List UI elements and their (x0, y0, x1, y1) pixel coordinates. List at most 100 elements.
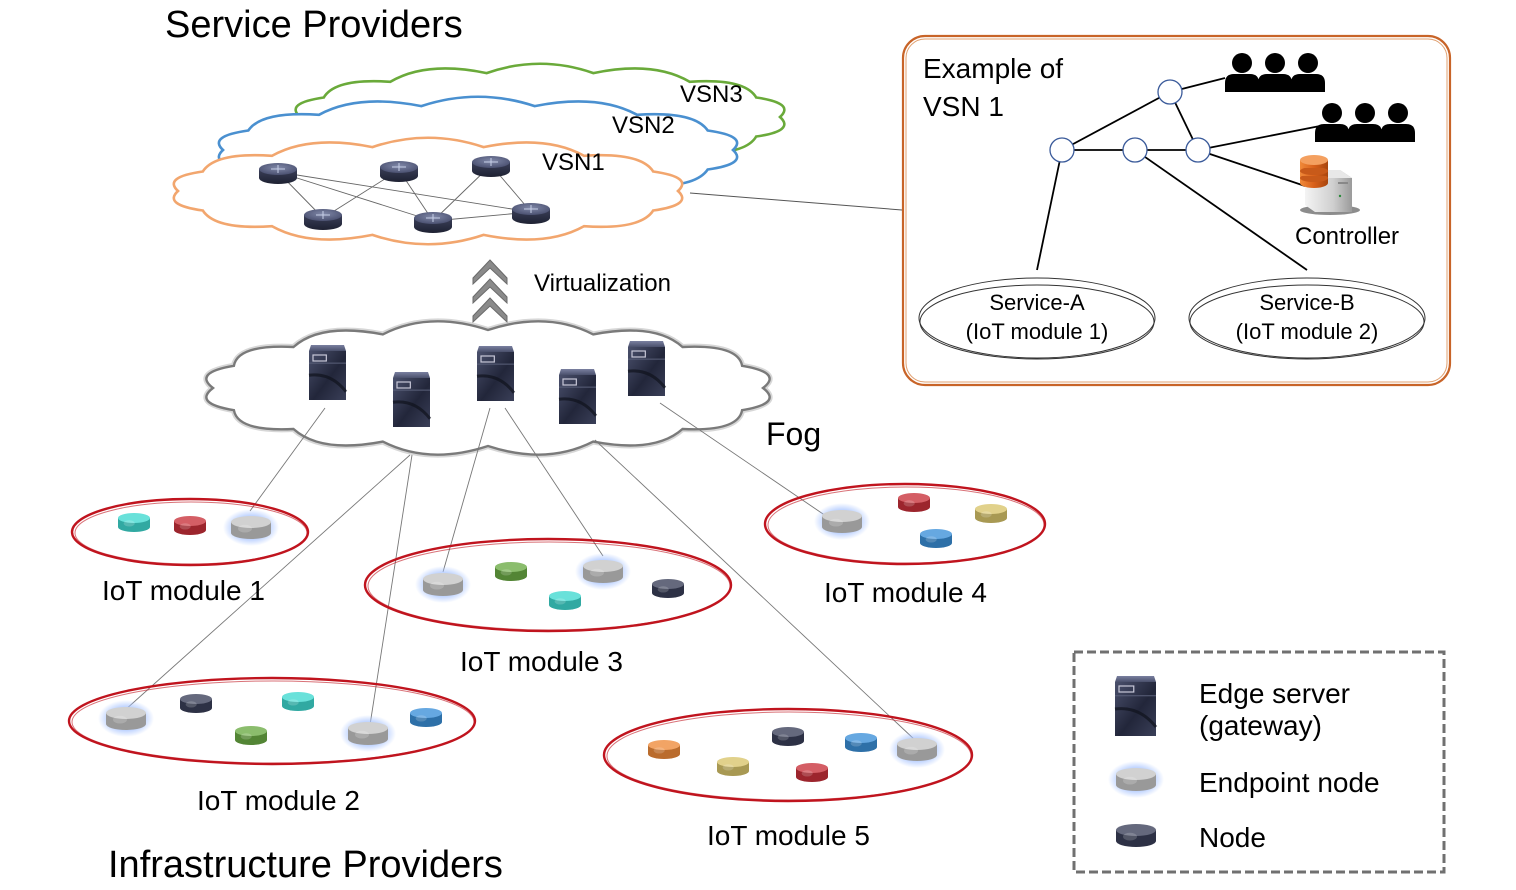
legend-edge-server-label: Edge server (gateway) (1199, 678, 1350, 742)
vsn1-router-network (259, 156, 550, 233)
fog-edge-server-icon (392, 372, 432, 427)
link-server3-module3a (442, 407, 491, 573)
fog-edge-server-icon (476, 346, 516, 401)
endpoint-node-icon (98, 700, 154, 737)
iot-module-5-label: IoT module 5 (707, 820, 870, 851)
endpoint-node-icon (814, 503, 870, 540)
fog-label: Fog (766, 416, 822, 452)
iot-module-ring (70, 497, 310, 567)
iot-module-ring (67, 676, 477, 766)
link-server2-module2b (369, 454, 413, 726)
vsn-graph-node (1185, 137, 1211, 163)
fog-edge-server-icon (627, 341, 667, 396)
endpoint-node-icon (575, 553, 631, 590)
service-providers-title: Service Providers (165, 4, 463, 46)
vsn-graph-node (1157, 79, 1183, 105)
user-icon (1355, 103, 1375, 123)
user-icon (1388, 103, 1408, 123)
cyan-node-icon (282, 692, 314, 711)
legend-endpoint-node-label: Endpoint node (1199, 767, 1380, 798)
node-icon (772, 727, 804, 746)
router-icon (304, 209, 342, 230)
fog-edge-server-icon (308, 345, 348, 400)
vsn1-cloud (172, 136, 684, 246)
link-server4-module5 (594, 439, 916, 741)
iot-module-ring (602, 707, 974, 803)
legend-panel (1072, 650, 1446, 874)
iot-module-1-label: IoT module 1 (102, 575, 265, 606)
endpoint-node-icon (1108, 761, 1164, 798)
user-icon (1265, 53, 1285, 73)
controller-server-icon (1300, 155, 1360, 215)
virtualization-arrow-icon (472, 259, 508, 324)
iot-module-3-label: IoT module 3 (460, 646, 623, 677)
endpoint-node-icon (415, 566, 471, 603)
vsn-graph-node (1049, 137, 1075, 163)
controller-label: Controller (1295, 223, 1400, 250)
iot-module-2 (67, 676, 477, 766)
fog-edge-server-icon (558, 369, 598, 424)
users-group-icon (1225, 53, 1325, 92)
router-icon (472, 156, 510, 177)
red-node-icon (796, 763, 828, 782)
vsn1-example-panel (901, 34, 1452, 387)
endpoint-node-icon (223, 509, 279, 546)
vsn2-label: VSN2 (612, 112, 675, 139)
link-server1-module1 (249, 407, 326, 512)
node-icon (652, 579, 684, 598)
legend-edge-server-shape (1114, 676, 1158, 736)
user-icon (1322, 103, 1342, 123)
cyan-node-icon (549, 591, 581, 610)
legend-node-label: Node (1199, 822, 1266, 853)
node-icon (1116, 824, 1156, 847)
infrastructure-providers-title: Infrastructure Providers (108, 844, 503, 886)
orange-node-icon (648, 740, 680, 759)
endpoint-node-icon (889, 731, 945, 768)
vsn-to-example-connector (689, 192, 903, 211)
service-a-cluster (918, 277, 1156, 360)
iot-module-1 (70, 497, 310, 567)
cyan-node-icon (118, 513, 150, 532)
link-server2-module2a (124, 454, 411, 711)
service-b-label: Service-B (IoT module 2) (1235, 290, 1379, 344)
service-a-label: Service-A (IoT module 1) (965, 290, 1109, 344)
iot-module-5 (602, 707, 974, 803)
node-icon (1116, 824, 1156, 847)
endpoint-node-icon (340, 715, 396, 752)
yellow-node-icon (975, 504, 1007, 523)
blue-node-icon (920, 529, 952, 548)
virtualization-label: Virtualization (534, 270, 671, 297)
vsn1-label: VSN1 (542, 149, 605, 176)
vsn-graph-node (1122, 137, 1148, 163)
red-node-icon (174, 516, 206, 535)
user-icon (1232, 53, 1252, 73)
blue-node-icon (410, 708, 442, 727)
router-link (277, 171, 434, 222)
service-b-cluster (1188, 277, 1426, 360)
iot-module-2-label: IoT module 2 (197, 785, 360, 816)
router-icon (512, 203, 550, 224)
example-title: Example of VSN 1 (923, 53, 1064, 122)
iot-module-3 (363, 537, 733, 633)
users-group-icon (1315, 103, 1415, 142)
router-icon (259, 163, 297, 184)
router-link (277, 171, 532, 213)
green-node-icon (495, 562, 527, 581)
iot-module-4 (763, 482, 1047, 566)
red-node-icon (898, 493, 930, 512)
blue-node-icon (845, 733, 877, 752)
router-icon (414, 212, 452, 233)
iot-module-4-label: IoT module 4 (824, 577, 987, 608)
link-server3-module3b (504, 407, 604, 557)
endpoint-node-icon (1108, 761, 1164, 798)
green-node-icon (235, 726, 267, 745)
yellow-node-icon (717, 757, 749, 776)
iot-module-ring (763, 482, 1047, 566)
user-icon (1298, 53, 1318, 73)
iot-module-ring (363, 537, 733, 633)
vsn3-label: VSN3 (680, 81, 743, 108)
edge-server-icon (1114, 676, 1158, 736)
router-icon (380, 161, 418, 182)
node-icon (180, 694, 212, 713)
